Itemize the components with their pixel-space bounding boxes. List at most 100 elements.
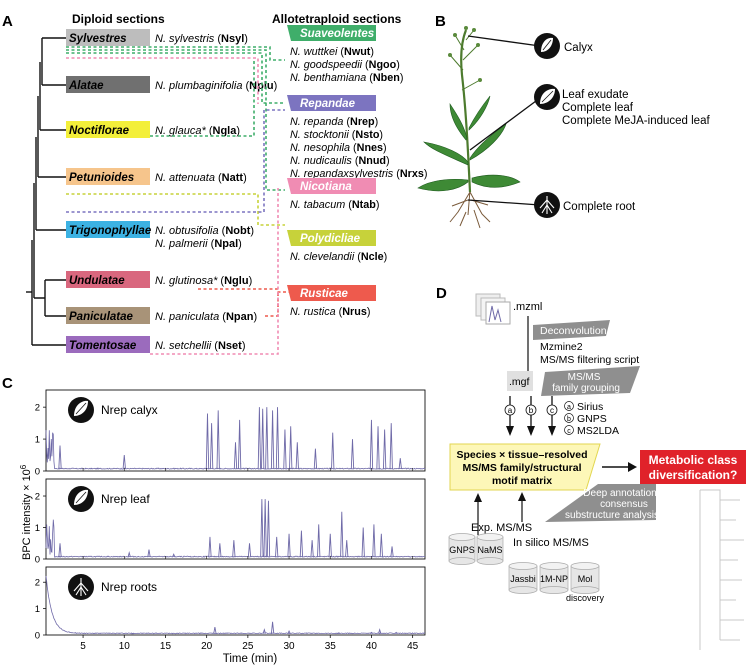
svg-text:a: a: [508, 406, 513, 415]
panel-label-a: A: [2, 13, 13, 30]
peak: [376, 426, 380, 470]
x-tick-label: 30: [283, 641, 295, 652]
complete-leaf-label: Complete leaf: [562, 102, 634, 114]
section-bar: [287, 285, 376, 301]
section-bar: [66, 336, 150, 353]
peak: [283, 429, 287, 470]
x-tick-label: 35: [325, 641, 337, 652]
tool-gnps: GNPS: [577, 413, 607, 425]
peak: [345, 540, 349, 558]
species-entry: N. nesophila (Nnes): [290, 142, 387, 154]
section-name: Polydicliae: [300, 233, 361, 245]
matrix-line-1: Species × tissue–resolved: [456, 449, 587, 461]
species-entry: N. nudicaulis (Nnud): [290, 155, 390, 167]
db-mol: Mol: [570, 562, 600, 594]
species-entry: N. benthamiana (Nben): [290, 72, 403, 84]
section-name: Paniculatae: [69, 311, 134, 323]
insilico-label: In silico MS/MS: [513, 537, 589, 549]
y-tick-label: 1: [35, 604, 40, 615]
peak: [58, 543, 62, 558]
section-bar: [287, 230, 376, 246]
section-bar: [66, 29, 150, 46]
peak: [216, 410, 220, 470]
peak: [369, 631, 373, 634]
peak: [263, 499, 267, 558]
section-bar: [287, 25, 376, 41]
y-tick-label: 1: [35, 435, 40, 446]
species-entry: N. rustica (Nrus): [290, 306, 370, 318]
peak: [378, 628, 382, 634]
peak: [275, 407, 280, 470]
peak: [127, 550, 131, 558]
svg-text:1M-NP: 1M-NP: [540, 574, 568, 584]
peak: [261, 408, 265, 470]
peak: [317, 524, 321, 558]
peak: [213, 627, 217, 634]
y-tick-label: 0: [35, 631, 40, 642]
y-tick-label: 2: [35, 403, 40, 414]
species-entry: N. paniculata (Npan): [155, 311, 257, 323]
tool-ms2lda: MS2LDA: [577, 425, 619, 437]
peak: [208, 536, 212, 558]
db-1m-np: 1M-NP: [539, 562, 569, 594]
plant-illustration: [417, 26, 521, 229]
panel-label-b: B: [435, 13, 446, 30]
section-name: Rusticae: [300, 288, 349, 300]
peak: [289, 426, 293, 470]
y-tick-label: 0: [35, 555, 40, 566]
panel-label-c: C: [2, 375, 13, 392]
motif-matrix-box: [449, 443, 601, 491]
species-entry: N. wuttkei (Nwut): [290, 46, 374, 58]
deconvolution-band: [533, 320, 610, 340]
species-entry: N. obtusifolia (Nobt): [155, 225, 254, 237]
peak: [257, 407, 262, 470]
peak: [313, 448, 318, 470]
species-entry: N. stocktonii (Nsto): [290, 129, 383, 141]
metabolic-line-1: Metabolic class: [649, 453, 738, 467]
allotetraploid-title: Allotetraploid sections: [272, 12, 402, 26]
family-label-2: family grouping: [552, 383, 620, 394]
time-axis-label: Time (min): [223, 653, 278, 665]
family-band: [541, 366, 640, 396]
x-tick-label: 5: [80, 641, 86, 652]
mgf-label: .mgf: [509, 376, 530, 388]
panel-label-d: D: [436, 285, 447, 302]
x-tick-label: 15: [160, 641, 172, 652]
section-name: Suaveolentes: [300, 28, 374, 40]
x-tick-label: 25: [242, 641, 254, 652]
section-name: Petunioides: [69, 172, 134, 184]
svg-text:Mol: Mol: [578, 574, 593, 584]
species-entry: N. plumbaginifolia (Nplu): [155, 80, 277, 92]
deconvolution-label: Deconvolution: [540, 325, 607, 337]
db-nams: NaMS: [476, 533, 504, 565]
peak: [172, 553, 176, 558]
peak: [205, 413, 210, 470]
phylogeny-tree: [26, 37, 66, 346]
x-tick-label: 45: [407, 641, 419, 652]
peak: [265, 407, 269, 470]
metabolic-line-2: diversification?: [649, 468, 738, 482]
peak: [147, 549, 151, 558]
section-name: Nicotiana: [300, 181, 352, 193]
species-entry: N. sylvestris (Nsyl): [155, 33, 248, 45]
peak: [266, 500, 271, 558]
peak: [270, 410, 275, 470]
bpc-axis-label: BPC intensity × 106: [19, 464, 33, 560]
peak: [247, 543, 252, 558]
peak: [398, 458, 402, 470]
family-label-1: MS/MS: [568, 372, 601, 383]
deep-line-1: Deep annotation: [583, 488, 656, 499]
mzmine-label: Mzmine2: [540, 341, 583, 353]
peak: [337, 632, 340, 635]
